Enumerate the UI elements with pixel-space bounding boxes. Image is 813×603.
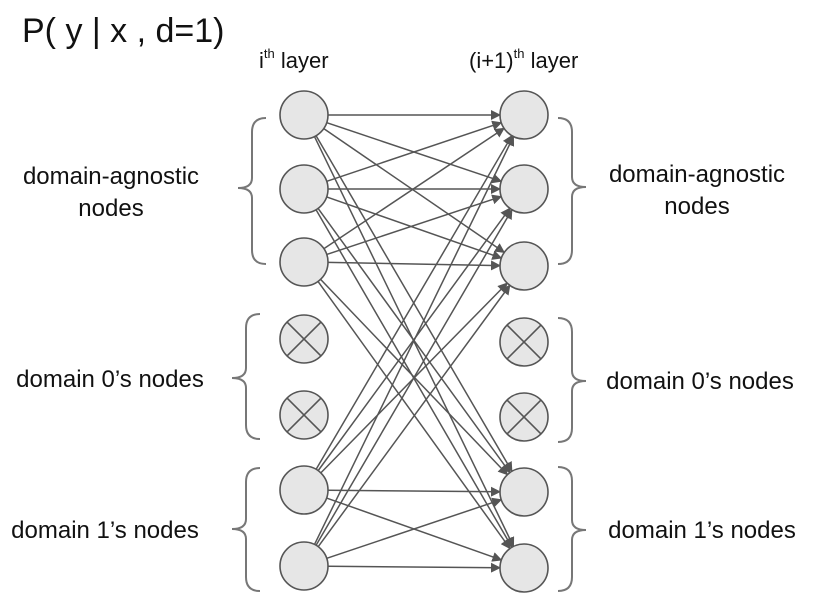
right-node-2 xyxy=(499,164,549,214)
edge xyxy=(327,486,502,497)
left-node-2 xyxy=(279,164,329,214)
left-brace-agnostic xyxy=(237,117,267,265)
left-agnostic-label-line1: domain-agnostic xyxy=(23,163,199,190)
right-brace-agnostic xyxy=(557,117,587,265)
edge xyxy=(326,497,503,560)
right-domain1-label: domain 1’s nodes xyxy=(608,517,796,544)
right-node-6 xyxy=(499,467,549,517)
right-agnostic-label-line2: nodes xyxy=(664,193,729,220)
edge xyxy=(326,196,503,260)
right-node-7 xyxy=(499,543,549,593)
right-brace-domain1 xyxy=(557,466,587,592)
right-layer-label: (i+1)th layer xyxy=(469,46,578,73)
nodes xyxy=(279,90,549,593)
edge xyxy=(326,194,503,256)
edge xyxy=(315,134,513,470)
edge xyxy=(323,127,505,250)
edges xyxy=(313,110,515,573)
edge xyxy=(326,120,503,183)
edge xyxy=(313,135,515,545)
right-domain0-label: domain 0’s nodes xyxy=(606,368,794,395)
left-node-4-blocked xyxy=(279,314,329,364)
left-domain0-label: domain 0’s nodes xyxy=(16,366,204,393)
left-domain1-label: domain 1’s nodes xyxy=(11,517,199,544)
left-node-6 xyxy=(279,465,329,515)
right-brace-domain0 xyxy=(557,317,587,443)
diagram-title: P( y | x , d=1) xyxy=(22,12,225,50)
right-node-1 xyxy=(499,90,549,140)
left-brace-domain0 xyxy=(231,313,261,440)
left-node-5-blocked xyxy=(279,390,329,440)
edge xyxy=(323,127,506,254)
left-node-7 xyxy=(279,541,329,591)
edge xyxy=(327,562,502,573)
left-agnostic-label-line2: nodes xyxy=(78,195,143,222)
edge xyxy=(315,208,513,546)
left-layer-label: ith layer xyxy=(259,46,329,73)
right-node-4-blocked xyxy=(499,317,549,367)
edge xyxy=(317,284,511,548)
left-node-1 xyxy=(279,90,329,140)
right-node-3 xyxy=(499,241,549,291)
left-node-3 xyxy=(279,237,329,287)
edge xyxy=(327,260,502,271)
right-node-5-blocked xyxy=(499,392,549,442)
left-brace-domain1 xyxy=(231,467,261,592)
right-agnostic-label-line1: domain-agnostic xyxy=(609,161,785,188)
